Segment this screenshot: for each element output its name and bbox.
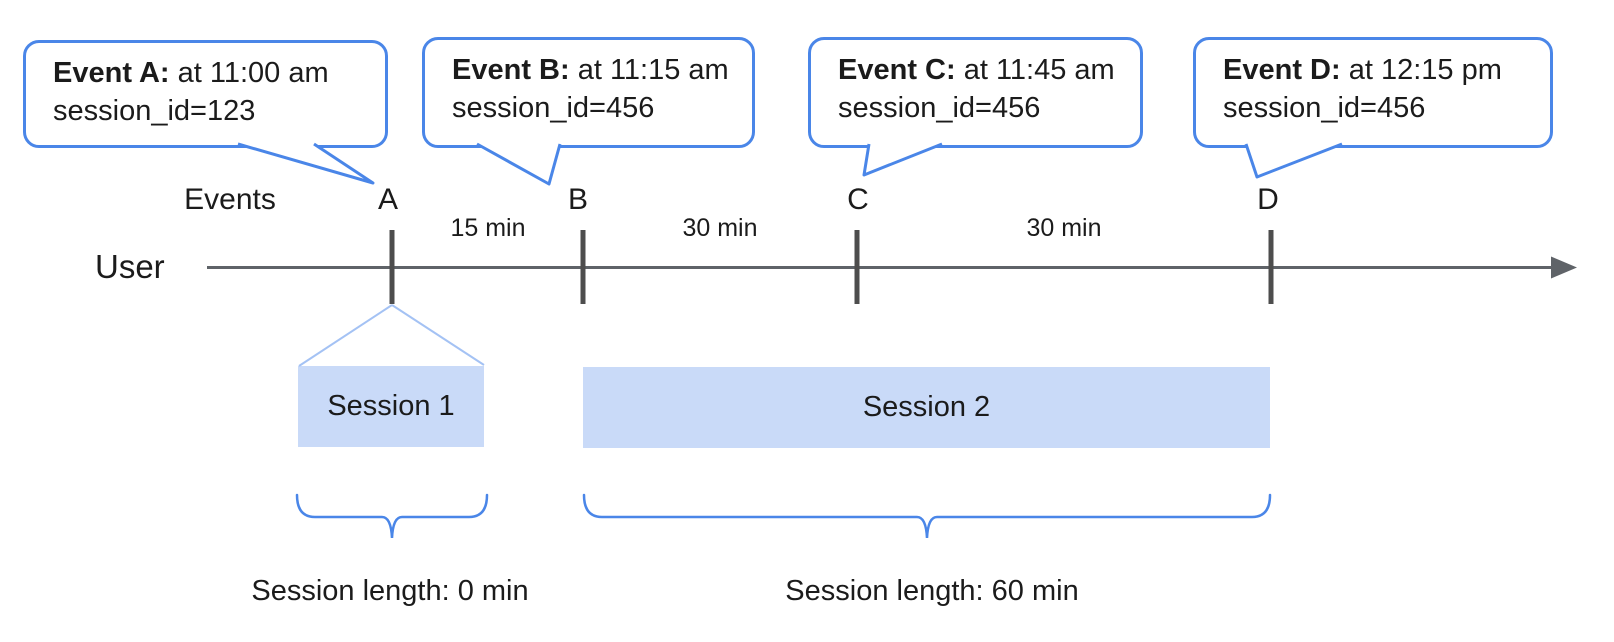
speech-bubble-event-b: Event B: at 11:15 am session_id=456 (422, 37, 755, 148)
speech-bubble-event-a: Event A: at 11:00 am session_id=123 (23, 40, 388, 148)
event-a-title: Event A: (53, 57, 170, 89)
interval-label-c-d: 30 min (1026, 214, 1102, 242)
bubble-tail-a (237, 142, 375, 185)
session-2-label: Session 2 (862, 391, 991, 423)
event-c-time: at 11:45 am (955, 54, 1115, 86)
session-2-box: Session 2 (583, 367, 1270, 448)
event-a-time: at 11:00 am (169, 57, 329, 89)
event-b-title: Event B: (452, 54, 570, 86)
bubble-tail-c (862, 142, 943, 177)
event-b-time: at 11:15 am (569, 54, 729, 86)
bubble-tail-d (1244, 142, 1343, 179)
funnel-line-right (391, 304, 485, 366)
event-d-title: Event D: (1223, 54, 1341, 86)
speech-bubble-event-c: Event C: at 11:45 am session_id=456 (808, 37, 1143, 148)
session-2-brace (582, 493, 1272, 539)
bubble-line-1: Event A: at 11:00 am (53, 54, 375, 92)
event-d-time: at 12:15 pm (1340, 54, 1502, 86)
timeline-arrowhead-icon (1551, 256, 1577, 279)
session-2-length-label: Session length: 60 min (785, 575, 1079, 607)
event-marker-d: D (1257, 183, 1279, 216)
event-a-session-id: session_id=123 (53, 95, 256, 127)
user-axis-label: User (95, 248, 165, 285)
bubble-line-1: Event C: at 11:45 am (838, 51, 1130, 89)
session-1-length-label: Session length: 0 min (251, 575, 529, 607)
event-marker-b: B (567, 183, 589, 216)
session-1-label: Session 1 (327, 390, 455, 422)
events-axis-label: Events (184, 183, 276, 216)
event-b-session-id: session_id=456 (452, 92, 655, 124)
event-c-title: Event C: (838, 54, 956, 86)
bubble-line-1: Event D: at 12:15 pm (1223, 51, 1540, 89)
event-marker-c: C (847, 183, 869, 216)
bubble-line-1: Event B: at 11:15 am (452, 51, 742, 89)
event-marker-a: A (377, 183, 399, 216)
event-d-session-id: session_id=456 (1223, 92, 1426, 124)
interval-label-b-c: 30 min (682, 214, 758, 242)
session-1-box: Session 1 (298, 366, 484, 447)
session-1-brace (295, 493, 489, 539)
interval-label-a-b: 15 min (450, 214, 526, 242)
speech-bubble-event-d: Event D: at 12:15 pm session_id=456 (1193, 37, 1553, 148)
event-c-session-id: session_id=456 (838, 92, 1041, 124)
funnel-line-left (298, 304, 393, 367)
bubble-tail-b (476, 142, 562, 186)
